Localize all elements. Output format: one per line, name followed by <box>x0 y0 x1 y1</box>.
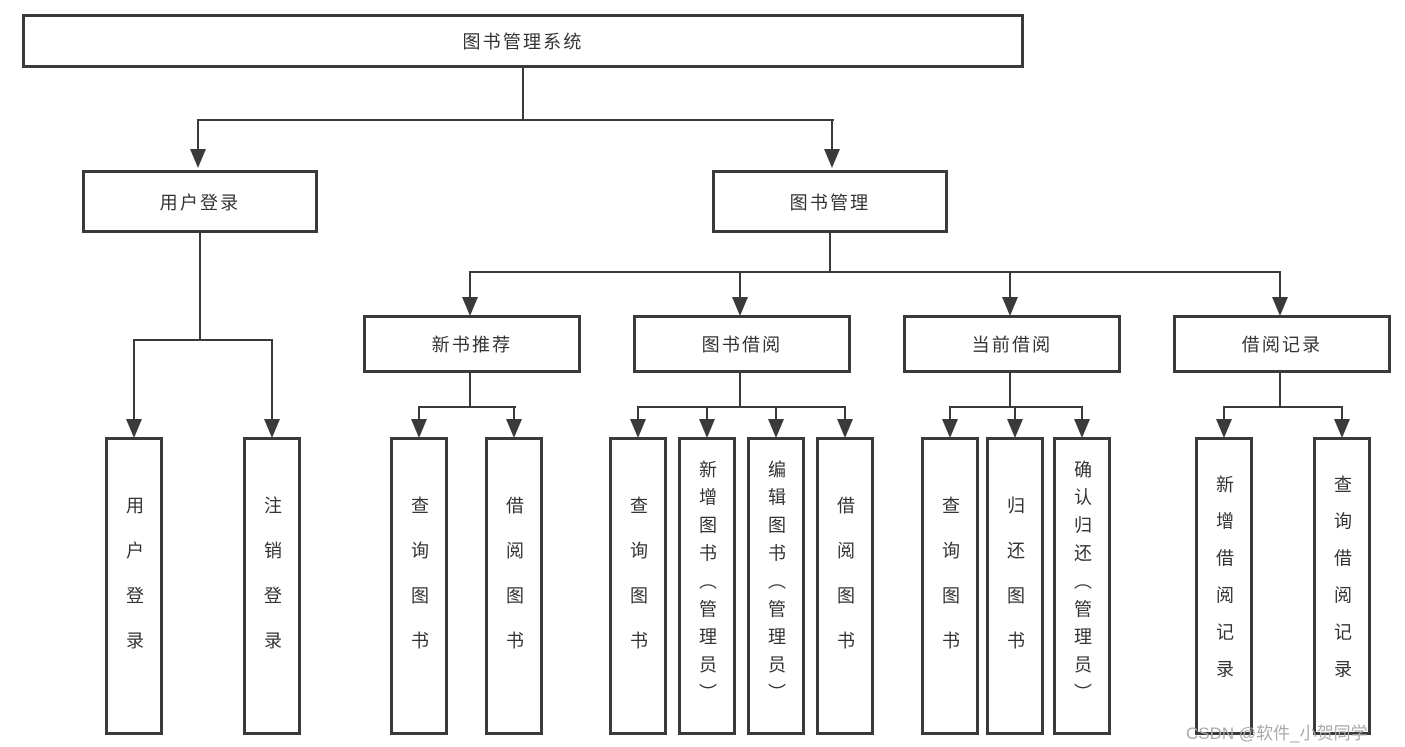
leaf-user-login: 用户登录 <box>105 437 163 735</box>
leaf-logout: 注销登录 <box>243 437 301 735</box>
connector-line <box>418 406 516 408</box>
node-book-management: 图书管理 <box>712 170 948 233</box>
watermark: CSDN @软件_小贺同学 <box>1186 724 1368 743</box>
leaf-label: 用户登录 <box>124 496 144 676</box>
leaf-label: 查询图书 <box>628 496 648 676</box>
connector-line <box>133 339 135 421</box>
leaf-label: 查询图书 <box>409 496 429 676</box>
connector-line <box>197 119 834 121</box>
leaf-label: 注销登录 <box>262 496 282 676</box>
leaf-label: 查询图书 <box>940 496 960 676</box>
connector-line <box>1009 373 1011 408</box>
arrow-down-icon <box>264 419 280 438</box>
arrow-down-icon <box>768 419 784 438</box>
node-label: 用户登录 <box>159 192 241 213</box>
connector-line <box>637 406 639 421</box>
arrow-down-icon <box>1002 297 1018 316</box>
connector-line <box>1279 271 1281 299</box>
connector-line <box>1279 373 1281 408</box>
node-new-book-recommendation: 新书推荐 <box>363 315 581 373</box>
leaf-label: 查询借阅记录 <box>1332 475 1352 697</box>
connector-line <box>739 271 741 299</box>
connector-line <box>197 119 199 150</box>
leaf-query-borrow-record: 查询借阅记录 <box>1313 437 1371 735</box>
node-book-borrowing: 图书借阅 <box>633 315 851 373</box>
node-label: 当前借阅 <box>971 335 1053 355</box>
node-library-management-system: 图书管理系统 <box>22 14 1024 68</box>
connector-line <box>844 406 846 421</box>
arrow-down-icon <box>1216 419 1232 438</box>
arrow-down-icon <box>824 149 840 168</box>
leaf-label: 新增图书（管理员） <box>697 460 717 712</box>
connector-line <box>949 406 951 421</box>
leaf-borrow-books: 借阅图书 <box>816 437 874 735</box>
leaf-query-books-borrowing: 查询图书 <box>609 437 667 735</box>
arrow-down-icon <box>699 419 715 438</box>
arrow-down-icon <box>411 419 427 438</box>
node-user-login: 用户登录 <box>82 170 318 233</box>
connector-line <box>1081 406 1083 421</box>
connector-line <box>1341 406 1343 421</box>
connector-line <box>199 233 201 340</box>
node-borrowing-records: 借阅记录 <box>1173 315 1391 373</box>
arrow-down-icon <box>630 419 646 438</box>
connector-line <box>1223 406 1343 408</box>
node-label: 新书推荐 <box>431 335 513 355</box>
arrow-down-icon <box>1334 419 1350 438</box>
connector-line <box>469 271 471 299</box>
node-label: 借阅记录 <box>1241 335 1323 355</box>
node-current-borrowing: 当前借阅 <box>903 315 1121 373</box>
connector-line <box>1223 406 1225 421</box>
leaf-label: 借阅图书 <box>835 496 855 676</box>
connector-line <box>522 68 524 121</box>
connector-line <box>469 373 471 408</box>
leaf-query-books-current: 查询图书 <box>921 437 979 735</box>
leaf-label: 新增借阅记录 <box>1214 475 1234 697</box>
connector-line <box>418 406 420 421</box>
connector-line <box>1014 406 1016 421</box>
leaf-label: 借阅图书 <box>504 496 524 676</box>
arrow-down-icon <box>1272 297 1288 316</box>
arrow-down-icon <box>1074 419 1090 438</box>
connector-line <box>469 271 1281 273</box>
leaf-query-books-recommend: 查询图书 <box>390 437 448 735</box>
leaf-borrow-books-recommend: 借阅图书 <box>485 437 543 735</box>
connector-line <box>637 406 846 408</box>
node-label: 图书管理系统 <box>462 32 584 52</box>
connector-line <box>949 406 1083 408</box>
connector-line <box>706 406 708 421</box>
leaf-add-books-admin: 新增图书（管理员） <box>678 437 736 735</box>
leaf-label: 归还图书 <box>1005 496 1025 676</box>
connector-line <box>1009 271 1011 299</box>
connector-line <box>775 406 777 421</box>
arrow-down-icon <box>732 297 748 316</box>
node-label: 图书借阅 <box>701 335 783 355</box>
connector-line <box>739 373 741 408</box>
leaf-label: 编辑图书（管理员） <box>766 460 786 712</box>
leaf-confirm-return-admin: 确认归还（管理员） <box>1053 437 1111 735</box>
connector-line <box>271 339 273 421</box>
connector-line <box>831 119 833 150</box>
connector-line <box>513 406 515 421</box>
arrow-down-icon <box>837 419 853 438</box>
connector-line <box>829 233 831 272</box>
arrow-down-icon <box>126 419 142 438</box>
leaf-return-books: 归还图书 <box>986 437 1044 735</box>
arrow-down-icon <box>190 149 206 168</box>
arrow-down-icon <box>462 297 478 316</box>
leaf-edit-books-admin: 编辑图书（管理员） <box>747 437 805 735</box>
connector-line <box>133 339 273 341</box>
leaf-label: 确认归还（管理员） <box>1072 460 1092 712</box>
leaf-add-borrow-record: 新增借阅记录 <box>1195 437 1253 735</box>
node-label: 图书管理 <box>789 192 871 213</box>
arrow-down-icon <box>1007 419 1023 438</box>
arrow-down-icon <box>506 419 522 438</box>
arrow-down-icon <box>942 419 958 438</box>
